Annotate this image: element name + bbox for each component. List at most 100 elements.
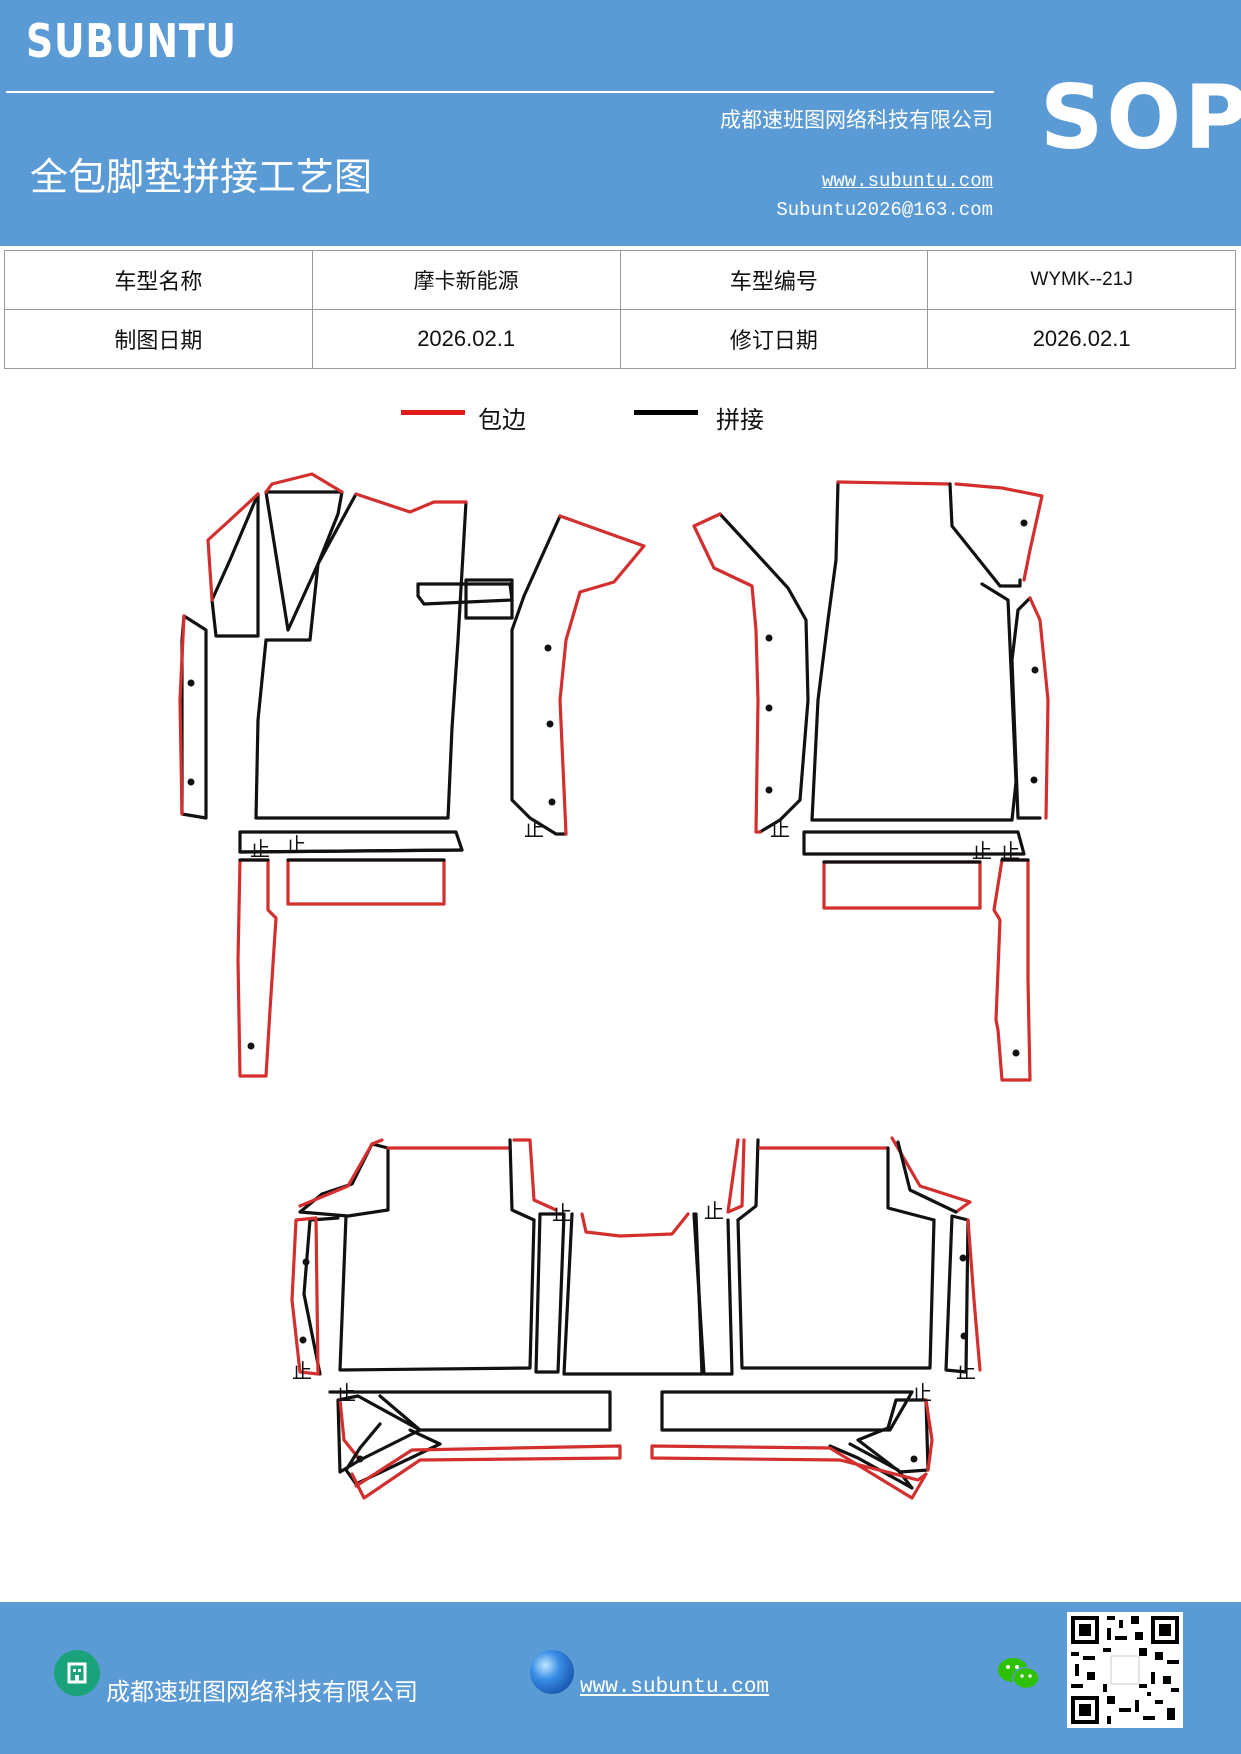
table-row: 车型名称 摩卡新能源 车型编号 WYMK--21J <box>4 250 1236 310</box>
hem-legend-label: 包边 <box>478 406 526 434</box>
seam-edge <box>896 1140 958 1214</box>
floor-mat-drawing: 止 止 止 止 止 止 <box>178 472 1050 1500</box>
model-name-label: 车型名称 <box>4 250 313 310</box>
revision-date-value: 2026.02.1 <box>927 309 1236 369</box>
heel-pad <box>416 582 514 606</box>
svg-text:止: 止 <box>704 1199 724 1223</box>
legend: 包边 拼接 <box>0 400 1241 440</box>
building-icon <box>54 1650 100 1696</box>
svg-text:止: 止 <box>292 1359 312 1383</box>
seam-edge <box>302 1216 340 1376</box>
side-strip <box>944 1214 970 1374</box>
mat-piece <box>336 1394 422 1474</box>
side-strip <box>992 858 1032 1082</box>
hem-edge <box>350 1444 622 1500</box>
brand-logo: SUBUNTU <box>26 14 237 68</box>
threshold-strip <box>802 830 1026 856</box>
drawing-date-label: 制图日期 <box>4 309 313 369</box>
side-strip <box>180 614 208 820</box>
mat-piece <box>298 1142 390 1218</box>
hem-edge <box>264 472 344 494</box>
document-title: 全包脚垫拼接工艺图 <box>30 155 373 199</box>
hem-edge <box>954 482 1044 582</box>
svg-text:止: 止 <box>552 1201 572 1225</box>
hem-edge <box>354 492 468 514</box>
drawing-date-value: 2026.02.1 <box>311 309 621 369</box>
mat-piece <box>264 490 344 632</box>
sop-badge: SOP <box>1040 66 1241 169</box>
heel-strip <box>822 860 982 910</box>
vehicle-info-table: 车型名称 摩卡新能源 车型编号 WYMK--21J 制图日期 2026.02.1… <box>4 250 1236 369</box>
hem-edge <box>836 480 952 486</box>
hem-edge <box>178 614 186 816</box>
wechat-icon[interactable] <box>996 1654 1042 1694</box>
model-code-label: 车型编号 <box>619 250 929 310</box>
svg-text:止: 止 <box>250 837 270 861</box>
hem-edge <box>580 1212 690 1238</box>
hem-edge <box>650 1444 928 1500</box>
footer-banner: 成都速班图网络科技有限公司 www.subuntu.com <box>0 1602 1241 1754</box>
revision-date-label: 修订日期 <box>619 309 929 369</box>
model-name-value: 摩卡新能源 <box>311 250 621 310</box>
svg-text:止: 止 <box>1000 839 1020 863</box>
table-row: 制图日期 2026.02.1 修订日期 2026.02.1 <box>4 309 1236 369</box>
hem-edge <box>338 1398 362 1462</box>
threshold-strip <box>328 1390 612 1432</box>
svg-text:止: 止 <box>956 1359 976 1383</box>
seam-edge <box>828 1442 914 1490</box>
side-strip <box>1010 596 1042 820</box>
company-name: 成都速班图网络科技有限公司 <box>720 108 993 132</box>
mat-piece <box>692 1212 734 1376</box>
mat-piece <box>210 492 260 638</box>
svg-text:止: 止 <box>336 1381 356 1405</box>
mat-piece <box>534 1212 566 1374</box>
mat-piece <box>510 514 568 836</box>
hem-edge <box>726 1138 746 1214</box>
rear-mat-group: 止 止 止 止 止 止 <box>290 1136 982 1500</box>
svg-text:止: 止 <box>912 1381 932 1405</box>
side-strip <box>236 858 278 1078</box>
hem-edge <box>558 514 646 836</box>
model-code-value: WYMK--21J <box>927 250 1236 310</box>
qr-code <box>1067 1612 1183 1728</box>
heel-pad <box>464 578 514 620</box>
heel-strip <box>286 858 446 906</box>
seam-edge <box>886 1146 936 1222</box>
threshold-strip <box>660 1390 914 1432</box>
seam-legend-swatch <box>634 410 698 415</box>
svg-text:止: 止 <box>286 833 306 857</box>
seam-edge <box>344 1422 442 1486</box>
header-banner: SUBUNTU 成都速班图网络科技有限公司 全包脚垫拼接工艺图 www.subu… <box>0 0 1241 246</box>
globe-icon <box>530 1650 574 1694</box>
hem-legend-swatch <box>401 410 465 415</box>
mat-piece <box>718 512 810 834</box>
seam-edge <box>948 482 1022 588</box>
mat-piece <box>810 480 1018 822</box>
footer-company-name: 成都速班图网络科技有限公司 <box>106 1678 418 1706</box>
front-left-mat-group: 止 止 止 <box>178 472 646 1078</box>
hem-edge <box>298 1138 384 1208</box>
hem-edge <box>966 1218 982 1372</box>
seam-edge <box>238 848 464 854</box>
hem-edge <box>692 512 762 834</box>
hem-edge <box>890 1136 972 1214</box>
mat-piece <box>562 1212 704 1376</box>
mat-piece <box>254 492 468 820</box>
seam-edge <box>736 1138 760 1222</box>
website-link[interactable]: www.subuntu.com <box>821 170 993 192</box>
footer-website-link[interactable]: www.subuntu.com <box>580 1676 770 1699</box>
hem-edge <box>924 1398 934 1472</box>
svg-text:止: 止 <box>972 839 992 863</box>
mat-piece <box>338 1214 536 1372</box>
svg-text:止: 止 <box>524 817 544 841</box>
svg-text:止: 止 <box>770 817 790 841</box>
mat-piece <box>856 1398 930 1474</box>
hem-edge <box>1028 596 1050 820</box>
hem-edge <box>512 1138 558 1212</box>
hem-edge <box>206 492 260 602</box>
front-right-mat-group: 止 止 止 <box>692 480 1050 1082</box>
email-address: Subuntu2026@163.com <box>776 199 993 221</box>
header-divider <box>6 91 994 93</box>
side-strip <box>290 1216 320 1376</box>
seam-edge <box>508 1138 536 1222</box>
